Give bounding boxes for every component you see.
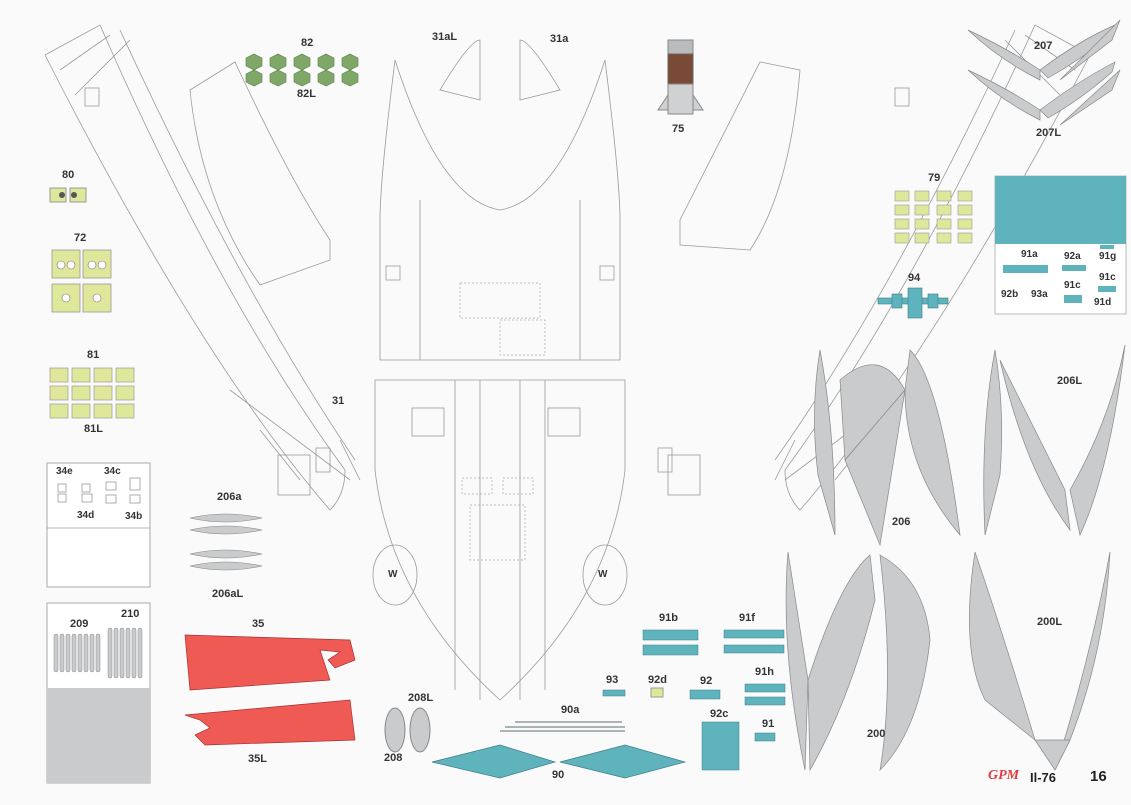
label-91d: 91d [1094, 297, 1112, 308]
part-72 [51, 249, 112, 313]
label-207: 207 [1034, 40, 1053, 52]
label-91c-second: 91c [1064, 280, 1081, 291]
label-209: 209 [70, 618, 89, 630]
label-82: 82 [301, 37, 314, 49]
label-75: 75 [672, 123, 685, 135]
part-208-left [384, 707, 406, 753]
label-34e: 34e [56, 466, 73, 477]
part-91-block [994, 175, 1127, 315]
label-92b: 92b [1001, 289, 1019, 300]
label-90a: 90a [561, 704, 580, 716]
label-91g: 91g [1099, 251, 1117, 262]
label-81: 81 [87, 349, 100, 361]
label-79: 79 [928, 172, 941, 184]
fuselage-part-31 [372, 39, 628, 701]
part-80 [49, 187, 87, 203]
label-91a: 91a [1021, 249, 1038, 260]
label-34d: 34d [77, 510, 95, 521]
part-82-group [245, 53, 359, 87]
part-206L [983, 344, 1126, 537]
part-91b-91f [602, 629, 786, 771]
part-90a [500, 721, 625, 732]
label-92c: 92c [710, 708, 729, 720]
label-91: 91 [762, 718, 775, 730]
part-34-panel [46, 462, 151, 588]
part-90 [431, 744, 687, 779]
label-91b: 91b [659, 612, 678, 624]
label-80: 80 [62, 169, 75, 181]
label-93: 93 [606, 674, 619, 686]
part-208-right [409, 707, 431, 753]
label-206aL: 206aL [212, 588, 244, 600]
label-92: 92 [700, 675, 713, 687]
label-82L: 82L [297, 88, 316, 100]
label-210: 210 [121, 608, 140, 620]
part-200L [969, 551, 1111, 771]
part-79 [894, 190, 973, 244]
label-90: 90 [552, 769, 565, 781]
label-93a: 93a [1031, 289, 1048, 300]
label-31a: 31a [550, 33, 569, 45]
part-92d [650, 687, 664, 698]
label-31: 31 [332, 395, 345, 407]
part-207 [967, 19, 1121, 126]
part-81 [49, 367, 135, 419]
label-w-right: W [598, 569, 608, 580]
right-flap-part [679, 61, 801, 251]
label-91f: 91f [739, 612, 755, 624]
label-200L: 200L [1037, 616, 1063, 628]
part-35 [184, 634, 356, 746]
label-206a: 206a [217, 491, 242, 503]
label-206: 206 [892, 516, 911, 528]
label-91h: 91h [755, 666, 774, 678]
part-209-210-panel [46, 602, 151, 784]
part-206a [189, 513, 263, 571]
page-number: 16 [1090, 768, 1107, 785]
label-208L: 208L [408, 692, 434, 704]
label-w-left: W [388, 569, 398, 580]
label-200: 200 [867, 728, 886, 740]
label-34b: 34b [125, 511, 143, 522]
label-34c: 34c [104, 466, 121, 477]
left-wing-part [44, 24, 361, 511]
label-92a: 92a [1064, 251, 1081, 262]
left-flap-part [189, 61, 331, 286]
label-72: 72 [74, 232, 87, 244]
brand-logo: GPM [988, 768, 1020, 783]
label-35L: 35L [248, 753, 267, 765]
part-94 [877, 287, 949, 319]
label-206L: 206L [1057, 375, 1083, 387]
label-207L: 207L [1036, 127, 1062, 139]
label-91c: 91c [1099, 272, 1116, 283]
label-31aL: 31aL [432, 31, 458, 43]
model-name: Il-76 [1030, 770, 1057, 785]
label-92d: 92d [648, 674, 667, 686]
label-81L: 81L [84, 423, 103, 435]
part-75 [657, 39, 704, 115]
label-208: 208 [384, 752, 403, 764]
label-35: 35 [252, 618, 265, 630]
label-94: 94 [908, 272, 921, 284]
part-206 [814, 349, 961, 547]
part-200 [785, 551, 931, 772]
